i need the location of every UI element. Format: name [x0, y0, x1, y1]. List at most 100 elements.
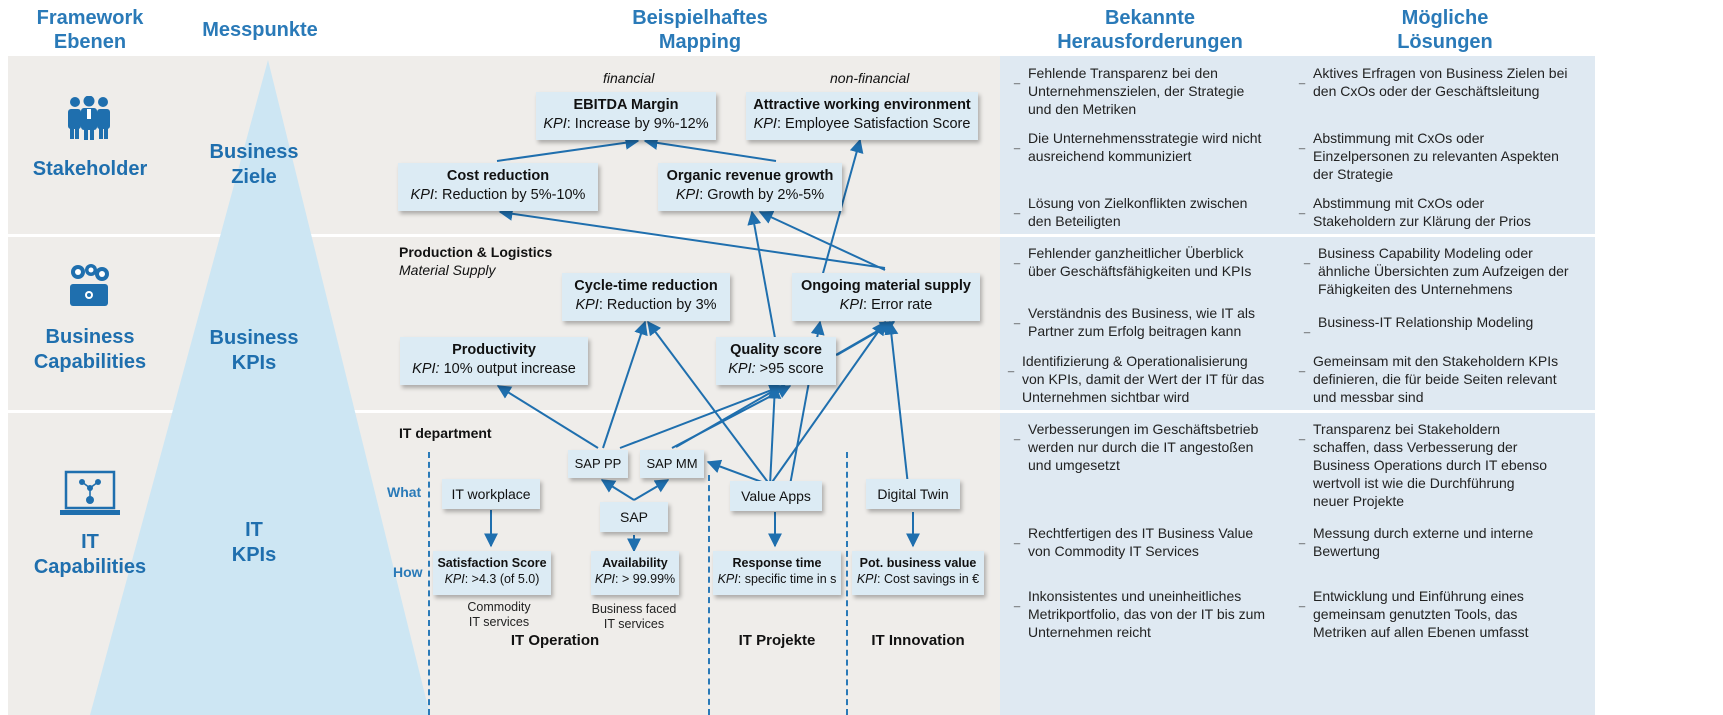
kpi-value: >95 score [755, 361, 824, 377]
kpi-label: KPI [543, 116, 567, 132]
challenge-text: Fehlende Transparenz bei den Unternehmen… [1028, 65, 1245, 117]
solutions-separator-1 [1293, 234, 1595, 237]
challenges-panel [1000, 56, 1302, 715]
header-messpunkte: Messpunkte [202, 19, 318, 41]
column-label-it-projekte: IT Projekte [738, 632, 816, 649]
solution-text: Aktives Erfragen von Business Zielen bei… [1313, 65, 1568, 99]
kpi-label: KPI [444, 572, 465, 586]
kpi-value: : specific time in s [737, 572, 837, 586]
solution-item: _ Aktives Erfragen von Business Zielen be… [1299, 64, 1568, 100]
it-column-divider-1 [428, 452, 430, 715]
challenge-text: Verständnis des Business, wie IT als Par… [1028, 305, 1255, 339]
label-non-financial: non-financial [830, 70, 910, 86]
label-material-supply: Material Supply [399, 262, 496, 278]
messpunkt-business-ziele: Business Ziele [209, 141, 299, 188]
kpi-box-attractive-working-environment: Attractive working environment KPI: Empl… [746, 92, 978, 140]
challenge-text: Identifizierung & Operationalisierung vo… [1022, 353, 1265, 405]
label-production-logistics: Production & Logistics [399, 244, 553, 260]
kpi-value: : Growth by 2%-5% [699, 187, 825, 203]
kpi-label: KPI [410, 187, 434, 203]
app-box-value-apps: Value Apps [730, 481, 822, 511]
bullet-dash: _ [1014, 138, 1021, 150]
challenge-text: Inkonsistentes und uneinheitliches Metri… [1028, 588, 1266, 640]
kpi-box-ongoing-material-supply: Ongoing material supply KPI: Error rate [792, 273, 980, 321]
challenges-separator-1 [1000, 234, 1302, 237]
row-label-stakeholder: Stakeholder [32, 158, 148, 180]
label-how: How [393, 564, 423, 580]
app-box-it-workplace: IT workplace [442, 479, 540, 509]
kpi-label: KPI [594, 572, 616, 586]
bullet-dash: _ [1299, 203, 1306, 215]
app-box-sap-mm: SAP MM [640, 450, 704, 478]
bullet-dash: _ [1014, 203, 1021, 215]
kpi-value: : Reduction by 5%-10% [433, 187, 586, 203]
solution-item: _ Gemeinsam mit den Stakeholdern KPIs def… [1299, 352, 1568, 406]
kpi-box-potential-business-value: Pot. business value KPI: Cost savings in… [852, 551, 984, 595]
challenges-separator-2 [1000, 410, 1302, 413]
row-label-business-capabilities: Business Capabilities [33, 326, 147, 373]
solutions-separator-2 [1293, 410, 1595, 413]
challenge-text: Verbesserungen im Geschäftsbetrieb werde… [1028, 421, 1259, 473]
gears-icon [70, 264, 109, 306]
laptop-network-icon [60, 470, 120, 515]
bullet-dash: _ [1299, 73, 1306, 85]
solution-text: Abstimmung mit CxOs oder Stakeholdern zu… [1313, 195, 1531, 229]
bullet-dash: _ [1299, 361, 1306, 373]
kpi-label: KPI: [412, 361, 440, 377]
solution-item: _Business Capability Modeling oder ähnli… [1304, 244, 1570, 298]
kpi-box-response-time: Response time KPI: specific time in s [713, 551, 841, 595]
challenge-item: _ Identifizierung & Operationalisierung v… [1008, 352, 1268, 406]
challenge-text: Lösung von Zielkonflikten zwischen den B… [1028, 195, 1248, 229]
kpi-label: KPI [575, 297, 599, 313]
kpi-title: Quality score [730, 342, 822, 358]
row-label-it-capabilities: IT Capabilities [33, 531, 147, 578]
messpunkt-it-kpis: IT KPIs [231, 519, 277, 566]
solution-text: Gemeinsam mit den Stakeholdern KPIs defi… [1313, 353, 1559, 405]
kpi-label: KPI [856, 572, 877, 586]
it-column-divider-3 [846, 452, 848, 715]
label-it-department: IT department [399, 425, 492, 441]
challenge-item: _Fehlender ganzheitlicher Überblick über… [1014, 244, 1268, 280]
kpi-box-quality-score: Quality score KPI: >95 score [716, 337, 836, 385]
challenge-item: _Verbesserungen im Geschäftsbetrieb werd… [1014, 420, 1268, 474]
kpi-label: KPI [675, 187, 700, 203]
solution-item: _Transparenz bei Stakeholdern schaffen, … [1299, 420, 1548, 510]
bullet-dash: _ [1299, 429, 1306, 441]
bullet-dash: _ [1304, 322, 1311, 334]
challenge-text: Die Unternehmensstrategie wird nicht aus… [1028, 130, 1262, 164]
kpi-value: : > 99.99% [615, 572, 676, 586]
kpi-box-cost-reduction: Cost reduction KPI: Reduction by 5%-10% [398, 163, 598, 211]
row-separator-2 [8, 410, 1098, 413]
kpi-box-cycle-time-reduction: Cycle-time reduction KPI: Reduction by 3… [562, 273, 730, 321]
bullet-dash: _ [1008, 361, 1015, 373]
kpi-value: : Cost savings in € [877, 572, 980, 586]
header-solutions: Mögliche Lösungen [1397, 7, 1493, 53]
kpi-box-availability: Availability KPI: > 99.99% [591, 551, 679, 595]
bullet-dash: _ [1299, 533, 1306, 545]
kpi-box-satisfaction-score: Satisfaction Score KPI: >4.3 (of 5.0) [433, 551, 551, 595]
bullet-dash: _ [1299, 138, 1306, 150]
bullet-dash: _ [1014, 596, 1021, 608]
challenge-item: _Fehlende Transparenz bei den Unternehme… [1014, 64, 1268, 118]
solution-item: _Messung durch externe und interne Bewer… [1299, 524, 1568, 560]
people-icon [68, 96, 110, 140]
solution-text: Entwicklung und Einführung eines gemeins… [1313, 588, 1529, 640]
challenge-item: _ Lösung von Zielkonflikten zwischen den … [1014, 194, 1268, 230]
column-label-it-operation: IT Operation [510, 632, 600, 649]
kpi-title: Ongoing material supply [801, 278, 971, 294]
kpi-title: Attractive working environment [753, 97, 971, 113]
kpi-title: Satisfaction Score [437, 556, 547, 570]
kpi-box-ebitda-margin: EBITDA Margin KPI: Increase by 9%-12% [536, 92, 716, 140]
kpi-label: KPI [839, 297, 864, 313]
kpi-title: Availability [602, 556, 668, 570]
challenge-text: Fehlender ganzheitlicher Überblick über … [1028, 245, 1252, 279]
column-label-it-innovation: IT Innovation [871, 632, 965, 649]
app-box-digital-twin: Digital Twin [866, 479, 960, 509]
label-financial: financial [603, 70, 655, 86]
kpi-value: : Increase by 9%-12% [566, 116, 709, 132]
kpi-title: Pot. business value [859, 556, 977, 570]
label-commodity-it-services: Commodity IT services [467, 600, 531, 629]
bullet-dash: _ [1299, 596, 1306, 608]
header-framework-ebenen: Framework Ebenen [36, 7, 144, 53]
kpi-value: : Reduction by 3% [598, 297, 717, 313]
